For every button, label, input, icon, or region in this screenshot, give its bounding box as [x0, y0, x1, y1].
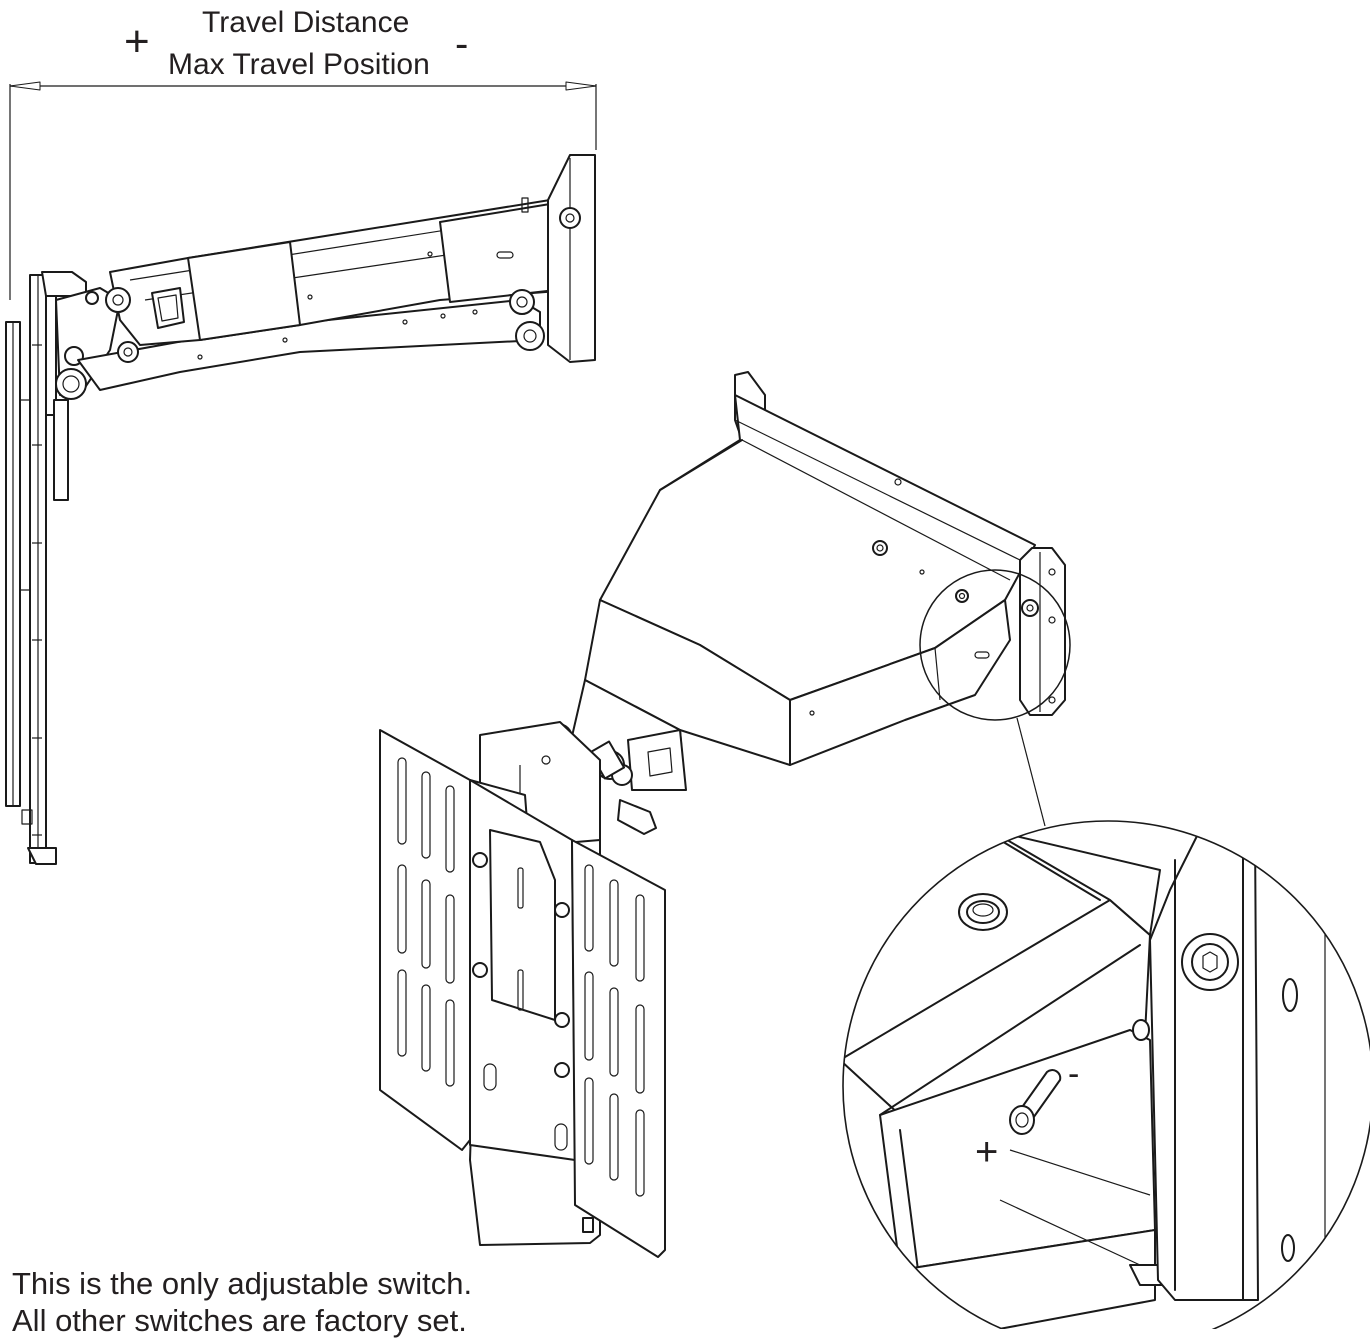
zoom-circle-border: [842, 820, 1370, 1329]
zoomed-detail-view: [843, 829, 1326, 1329]
note-line-2: All other switches are factory set.: [12, 1303, 467, 1338]
detail-callout: [919, 569, 1071, 827]
plus-sign-label: +: [124, 17, 150, 66]
minus-sign-label: -: [455, 22, 469, 66]
detail-plus-label: +: [975, 1130, 999, 1174]
travel-dimension-line: [9, 81, 597, 300]
perspective-view-mount: [379, 371, 1066, 1258]
note-line-1: This is the only adjustable switch.: [12, 1266, 473, 1301]
side-view-mount: [5, 154, 596, 865]
travel-distance-label: Travel Distance: [202, 6, 410, 39]
detail-minus-label: -: [1068, 1055, 1080, 1093]
max-travel-position-label: Max Travel Position: [168, 48, 430, 81]
